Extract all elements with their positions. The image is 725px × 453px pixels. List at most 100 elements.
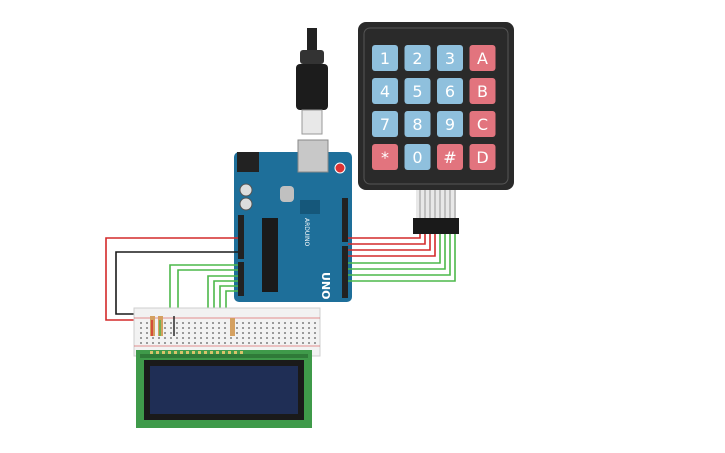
breadboard-hole — [254, 332, 256, 334]
breadboard-hole — [140, 327, 142, 329]
lcd-pin — [192, 351, 195, 354]
keypad-key[interactable] — [372, 144, 398, 170]
breadboard-hole — [170, 332, 172, 334]
breadboard-holes — [140, 322, 316, 344]
breadboard-hole — [272, 322, 274, 324]
keypad-key-label: B — [477, 82, 488, 101]
breadboard-hole — [194, 337, 196, 339]
keypad-key[interactable] — [372, 111, 398, 137]
keypad-key[interactable] — [469, 45, 496, 71]
keypad-key-label: 6 — [445, 82, 455, 101]
lcd-pin — [240, 351, 243, 354]
breadboard-hole — [194, 332, 196, 334]
breadboard-hole — [266, 327, 268, 329]
breadboard-hole — [224, 322, 226, 324]
wire-green-keypad-3 — [348, 234, 451, 276]
keypad-key[interactable] — [469, 78, 496, 104]
breadboard-hole — [194, 322, 196, 324]
breadboard-hole — [218, 327, 220, 329]
keypad-key[interactable] — [372, 45, 398, 71]
breadboard-hole — [158, 342, 160, 344]
breadboard-hole — [194, 327, 196, 329]
breadboard-hole — [176, 337, 178, 339]
lcd-pin — [228, 351, 231, 354]
breadboard-hole — [194, 342, 196, 344]
breadboard-hole — [146, 327, 148, 329]
breadboard-hole — [278, 342, 280, 344]
breadboard-hole — [254, 337, 256, 339]
breadboard-hole — [296, 332, 298, 334]
breadboard-hole — [212, 337, 214, 339]
breadboard-hole — [314, 342, 316, 344]
breadboard-hole — [248, 327, 250, 329]
lcd-pin — [234, 351, 237, 354]
keypad-key[interactable] — [404, 45, 431, 71]
keypad-key[interactable] — [437, 111, 463, 137]
breadboard-hole — [206, 337, 208, 339]
lcd-pin — [198, 351, 201, 354]
breadboard-hole — [266, 332, 268, 334]
breadboard-hole — [314, 332, 316, 334]
breadboard-hole — [254, 327, 256, 329]
breadboard-hole — [218, 342, 220, 344]
wire-green-keypad-2 — [348, 234, 446, 270]
breadboard-hole — [176, 327, 178, 329]
keypad-key[interactable] — [437, 144, 463, 170]
breadboard-hole — [140, 342, 142, 344]
keypad-key-label: 0 — [412, 148, 422, 167]
breadboard-hole — [242, 327, 244, 329]
breadboard-hole — [164, 337, 166, 339]
keypad-key-label: 8 — [412, 115, 422, 134]
breadboard-hole — [260, 332, 262, 334]
lcd-pin — [216, 351, 219, 354]
lcd-pin — [204, 351, 207, 354]
keypad-key[interactable] — [372, 78, 398, 104]
keypad-key-label: 3 — [445, 49, 455, 68]
breadboard-hole — [206, 327, 208, 329]
usb-port — [297, 139, 329, 173]
breadboard-hole — [284, 342, 286, 344]
breadboard-hole — [308, 322, 310, 324]
breadboard-hole — [170, 327, 172, 329]
breadboard-hole — [272, 337, 274, 339]
breadboard-hole — [260, 342, 262, 344]
breadboard-hole — [296, 342, 298, 344]
breadboard-hole — [290, 342, 292, 344]
keypad-key[interactable] — [437, 78, 463, 104]
keypad-key[interactable] — [437, 45, 463, 71]
lcd-pin — [186, 351, 189, 354]
arduino-uno-board[interactable]: UNO ARDUINO — [234, 139, 352, 302]
keypad-key[interactable] — [404, 144, 431, 170]
keypad-key[interactable] — [404, 111, 431, 137]
breadboard[interactable] — [133, 307, 321, 357]
breadboard-hole — [230, 342, 232, 344]
breadboard-hole — [266, 322, 268, 324]
breadboard-hole — [140, 332, 142, 334]
breadboard-hole — [308, 327, 310, 329]
breadboard-hole — [164, 342, 166, 344]
breadboard-hole — [248, 322, 250, 324]
breadboard-hole — [212, 342, 214, 344]
breadboard-hole — [248, 332, 250, 334]
keypad-key[interactable] — [469, 144, 496, 170]
breadboard-hole — [182, 337, 184, 339]
reset-button[interactable] — [334, 162, 346, 174]
resistor-icon[interactable] — [230, 318, 235, 336]
wire-red-keypad-1 — [348, 234, 421, 239]
breadboard-hole — [248, 337, 250, 339]
keypad-key[interactable] — [469, 111, 496, 137]
lcd-module[interactable] — [136, 350, 312, 428]
usb-cable[interactable] — [296, 28, 328, 135]
keypad-key-label: 1 — [380, 49, 390, 68]
breadboard-hole — [224, 337, 226, 339]
breadboard-hole — [200, 332, 202, 334]
breadboard-hole — [284, 322, 286, 324]
breadboard-hole — [254, 322, 256, 324]
keypad-key[interactable] — [404, 78, 431, 104]
breadboard-hole — [278, 327, 280, 329]
breadboard-hole — [152, 342, 154, 344]
breadboard-hole — [170, 337, 172, 339]
keypad-ribbon — [413, 190, 459, 234]
